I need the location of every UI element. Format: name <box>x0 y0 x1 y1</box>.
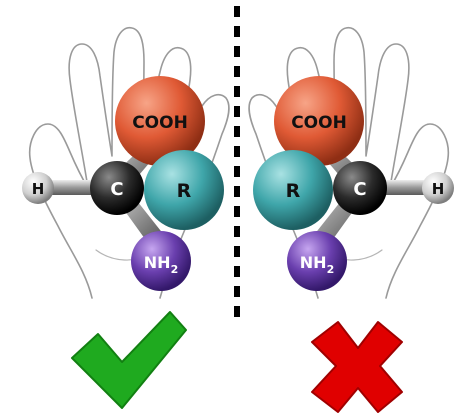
left-c-label: C <box>110 179 123 200</box>
right-h-label: H <box>432 180 445 198</box>
right-panel: COOH H R C NH2 <box>248 26 454 299</box>
right-h-atom <box>422 172 454 204</box>
right-cooh-label: COOH <box>291 113 347 133</box>
right-r-label: R <box>286 180 301 202</box>
left-r-label: R <box>177 180 192 202</box>
cross-icon <box>311 321 403 413</box>
right-nh2-main: NH <box>300 253 327 272</box>
left-nh2-label: NH2 <box>144 253 178 276</box>
left-c-atom <box>90 161 144 215</box>
left-nh2-subscript: 2 <box>171 263 179 276</box>
right-nh2-subscript: 2 <box>327 263 335 276</box>
checkmark-icon <box>71 311 187 409</box>
right-nh2-label: NH2 <box>300 253 334 276</box>
left-h-atom <box>22 172 54 204</box>
right-cooh-atom <box>274 76 364 166</box>
left-r-atom <box>144 150 224 230</box>
right-nh2-atom <box>287 231 347 291</box>
left-cooh-label: COOH <box>132 113 188 133</box>
right-c-atom <box>333 161 387 215</box>
right-r-atom <box>253 150 333 230</box>
left-nh2-main: NH <box>144 253 171 272</box>
right-c-label: C <box>353 179 366 200</box>
left-cooh-atom <box>115 76 205 166</box>
left-nh2-atom <box>131 231 191 291</box>
left-panel: COOH H R C NH2 <box>22 26 230 299</box>
left-h-label: H <box>32 180 45 198</box>
